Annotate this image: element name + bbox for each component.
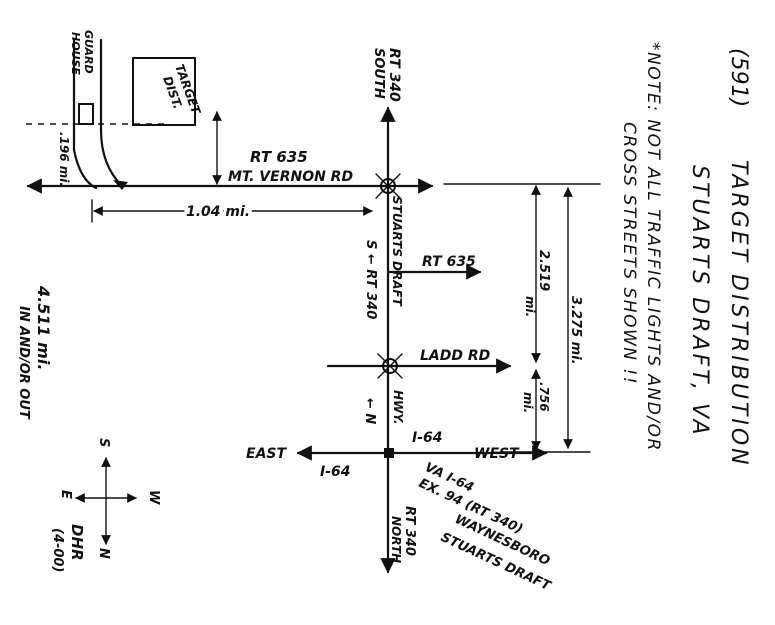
note-block: *NOTE: NOT ALL TRAFFIC LIGHTS AND/OR CRO… [619,42,663,452]
guard-house-shape [78,103,94,125]
compass-w: W [146,490,161,505]
rt635-mid-label: RT 635 [422,254,476,270]
distance-756-b: mi. [521,392,535,413]
target-dist-building: TARGET DIST. [132,57,203,126]
ladd-road-label: LADD RD [420,348,490,364]
distance-3275: 3.275 mi. [568,296,583,365]
signature-initials: DHR [68,524,86,561]
note-line-2: CROSS STREETS SHOWN !! [619,122,639,385]
stuarts-draft-label: STUARTS DRAFT [390,196,404,307]
signature-date: (4-00) [50,528,65,572]
compass-rose: S N E W [58,438,161,559]
i64-right-label: I-64 [412,430,443,446]
i64-east-label: EAST [246,446,287,462]
distance-2519-b: mi. [523,296,537,317]
compass-n: N [96,548,111,559]
rt340-north-label-2: NORTH [389,516,403,563]
guard-house-label-2: HOUSE [69,32,82,75]
title-block: (591) TARGET DISTRIBUTION STUARTS DRAFT,… [687,48,751,468]
s-rt340-label: S ← RT 340 [363,240,378,319]
mt-vernon-label: MT. VERNON RD [228,169,353,185]
compass-s: S [96,438,111,447]
entrance-road-right [99,38,124,188]
guard-house-label-1: GUARD [82,30,95,74]
title-name: TARGET DISTRIBUTION [726,160,751,468]
i64-left-label: I-64 [320,464,351,480]
i64-west-label: WEST [474,446,520,462]
hwy-label: HWY. [391,390,405,425]
rt635-top-label: RT 635 [250,148,308,166]
rt340-south-label-2: SOUTH [371,48,386,99]
compass-e: E [58,490,73,499]
interchange-marker [384,448,394,458]
target-dist-shape [132,57,196,126]
distance-104: 1.04 mi. [186,204,250,220]
rt340-south-label-1: RT 340 [386,48,402,102]
distance-196: .196 mi. [57,132,71,187]
title-code: (591) [726,48,751,107]
title-location: STUARTS DRAFT, VA [687,165,712,438]
n-direction-label: ← N [362,398,377,424]
distance-2519-a: 2.519 [536,250,551,291]
traffic-light-icon [372,170,404,202]
distance-756-a: .756 [537,382,551,412]
rt340-north-label-1: RT 340 [402,506,417,556]
total-distance-line-1: 4.511 mi. [34,285,53,370]
note-line-1: *NOTE: NOT ALL TRAFFIC LIGHTS AND/OR [643,42,663,452]
total-distance-line-2: IN AND/OR OUT [16,306,31,420]
